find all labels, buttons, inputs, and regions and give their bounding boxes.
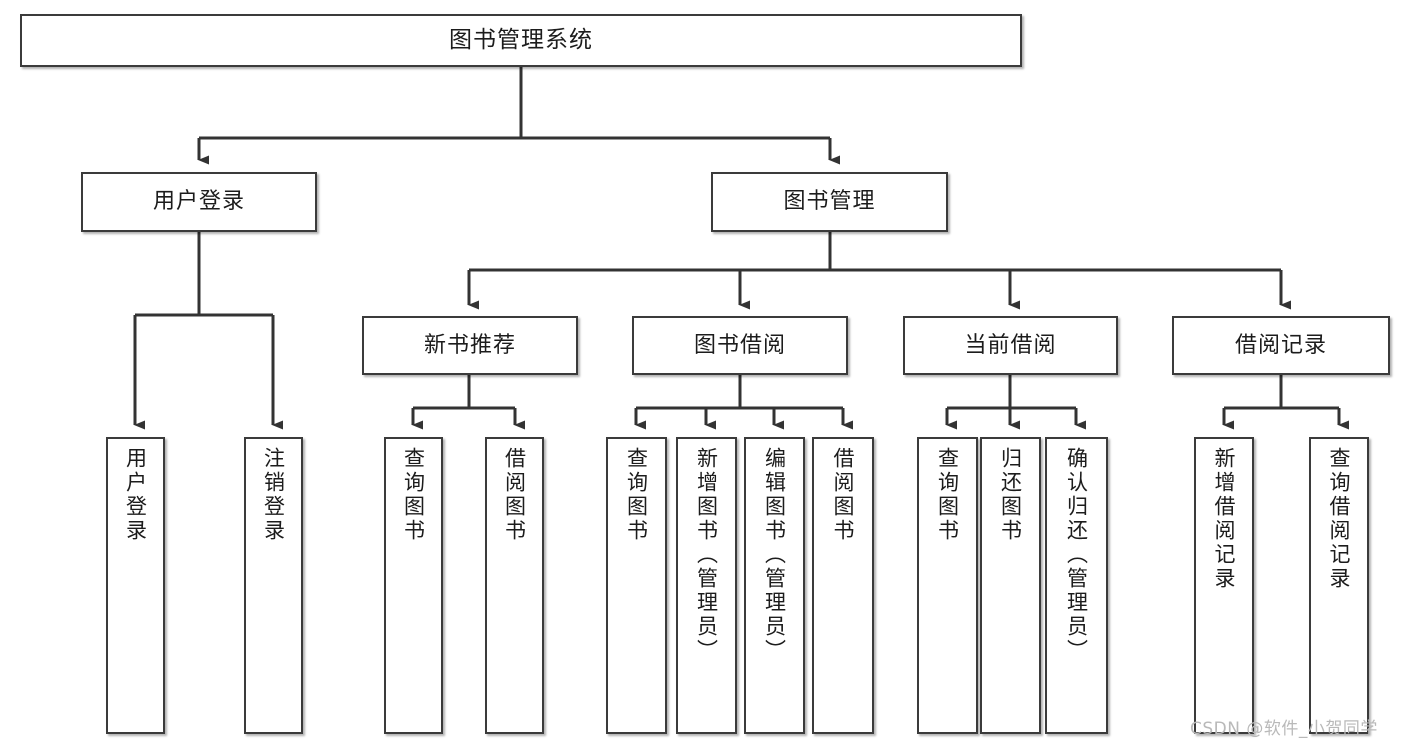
node-book-management-label: 图书管理	[783, 189, 876, 215]
leaf-edit-book-admin-label: 编辑图书（管理员）	[762, 447, 787, 663]
leaf-query-borrow-record[interactable]: 查询借阅记录	[1309, 437, 1369, 734]
leaf-add-borrow-record[interactable]: 新增借阅记录	[1194, 437, 1254, 734]
leaf-confirm-return-admin[interactable]: 确认归还（管理员）	[1045, 437, 1108, 734]
node-current-borrow[interactable]: 当前借阅	[903, 316, 1118, 375]
leaf-query-borrow-record-label: 查询借阅记录	[1327, 447, 1352, 591]
node-borrow-record-label: 借阅记录	[1234, 332, 1327, 358]
node-new-book-recommend[interactable]: 新书推荐	[362, 316, 578, 375]
leaf-borrow-book-borrow[interactable]: 借阅图书	[812, 437, 874, 734]
leaf-user-login[interactable]: 用户登录	[106, 437, 165, 734]
node-book-borrow[interactable]: 图书借阅	[632, 316, 848, 375]
leaf-query-book-borrow-label: 查询图书	[624, 447, 649, 543]
node-new-book-recommend-label: 新书推荐	[423, 332, 516, 358]
node-user-login[interactable]: 用户登录	[81, 172, 317, 232]
node-borrow-record[interactable]: 借阅记录	[1172, 316, 1390, 375]
node-book-management[interactable]: 图书管理	[711, 172, 948, 232]
leaf-query-book-current-label: 查询图书	[935, 447, 960, 543]
node-book-borrow-label: 图书借阅	[693, 332, 786, 358]
leaf-query-book-current[interactable]: 查询图书	[917, 437, 978, 734]
leaf-borrow-book-borrow-label: 借阅图书	[831, 447, 856, 543]
node-current-borrow-label: 当前借阅	[964, 332, 1057, 358]
leaf-logout[interactable]: 注销登录	[244, 437, 303, 734]
leaf-return-book-label: 归还图书	[998, 447, 1023, 543]
leaf-edit-book-admin[interactable]: 编辑图书（管理员）	[744, 437, 805, 734]
node-root-label: 图书管理系统	[449, 27, 593, 54]
leaf-logout-label: 注销登录	[261, 447, 286, 543]
leaf-borrow-book-new-recommend[interactable]: 借阅图书	[485, 437, 544, 734]
node-root-book-management-system[interactable]: 图书管理系统	[20, 14, 1022, 67]
leaf-confirm-return-admin-label: 确认归还（管理员）	[1064, 447, 1089, 663]
leaf-query-book-borrow[interactable]: 查询图书	[606, 437, 667, 734]
leaf-query-book-new-recommend-label: 查询图书	[401, 447, 426, 543]
leaf-add-borrow-record-label: 新增借阅记录	[1212, 447, 1237, 591]
leaf-user-login-label: 用户登录	[123, 447, 148, 543]
csdn-watermark: CSDN @软件_小贺同学	[1190, 719, 1378, 739]
node-user-login-label: 用户登录	[152, 189, 245, 215]
leaf-borrow-book-new-recommend-label: 借阅图书	[502, 447, 527, 543]
leaf-return-book[interactable]: 归还图书	[980, 437, 1041, 734]
leaf-add-book-admin[interactable]: 新增图书（管理员）	[676, 437, 737, 734]
leaf-add-book-admin-label: 新增图书（管理员）	[694, 447, 719, 663]
leaf-query-book-new-recommend[interactable]: 查询图书	[384, 437, 443, 734]
